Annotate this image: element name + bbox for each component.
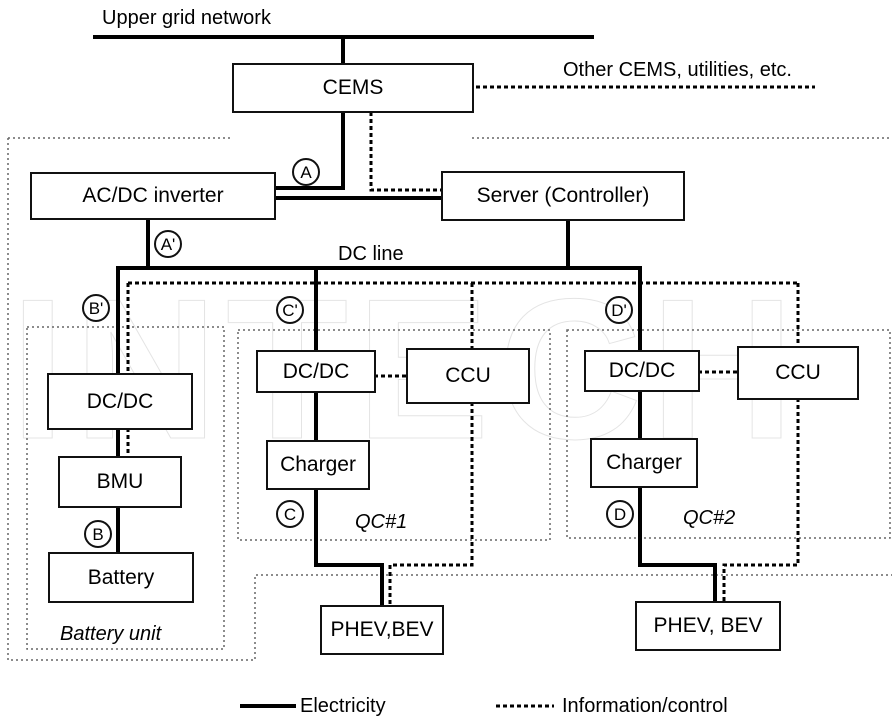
dc-line-label: DC line: [338, 243, 404, 265]
qc1-label: QC#1: [355, 511, 408, 533]
cems-to-ac-line: [268, 110, 345, 190]
qc1-region: [237, 329, 551, 541]
battery-unit-label: Battery unit: [60, 623, 162, 645]
server-controller-box: Server (Controller): [441, 171, 685, 221]
qc1-ccu-to-ev-info: [388, 402, 474, 606]
system-boundary: [7, 137, 892, 661]
marker-b-prime: B': [82, 294, 110, 322]
marker-d: D: [606, 500, 634, 528]
marker-b: B: [84, 520, 112, 548]
qc2-region: [566, 329, 891, 539]
marker-c-prime: C': [276, 296, 304, 324]
marker-a-prime: A': [154, 230, 182, 258]
marker-d-prime: D': [605, 296, 633, 324]
phev-bev-box-1: PHEV,BEV: [320, 605, 444, 655]
marker-a: A: [292, 158, 320, 186]
qc2-ccu-to-ev-info: [722, 398, 800, 602]
battery-unit-region: [26, 326, 225, 650]
qc1-charger-box: Charger: [266, 440, 370, 490]
battery-box: Battery: [48, 552, 194, 603]
qc2-dcdc-box: DC/DC: [584, 350, 700, 392]
legend-info-label: Information/control: [562, 695, 728, 717]
upper-grid-label: Upper grid network: [102, 7, 271, 29]
legend-electricity-label: Electricity: [300, 695, 386, 717]
other-cems-label: Other CEMS, utilities, etc.: [563, 59, 792, 81]
cems-box: CEMS: [232, 63, 474, 113]
qc2-label: QC#2: [683, 507, 736, 529]
qc2-ccu-box: CCU: [737, 346, 859, 400]
qc2-to-ev-line: [638, 484, 717, 604]
bmu-box: BMU: [58, 456, 182, 508]
phev-bev-box-2: PHEV, BEV: [635, 601, 781, 651]
qc1-ccu-box: CCU: [406, 348, 530, 404]
battery-dcdc-box: DC/DC: [47, 373, 193, 430]
ac-dc-inverter-box: AC/DC inverter: [30, 172, 276, 220]
qc1-dcdc-box: DC/DC: [256, 350, 376, 393]
cems-to-server-info: [369, 112, 443, 192]
qc1-to-ev-line: [314, 486, 384, 608]
marker-c: C: [276, 500, 304, 528]
qc2-charger-box: Charger: [590, 438, 698, 488]
